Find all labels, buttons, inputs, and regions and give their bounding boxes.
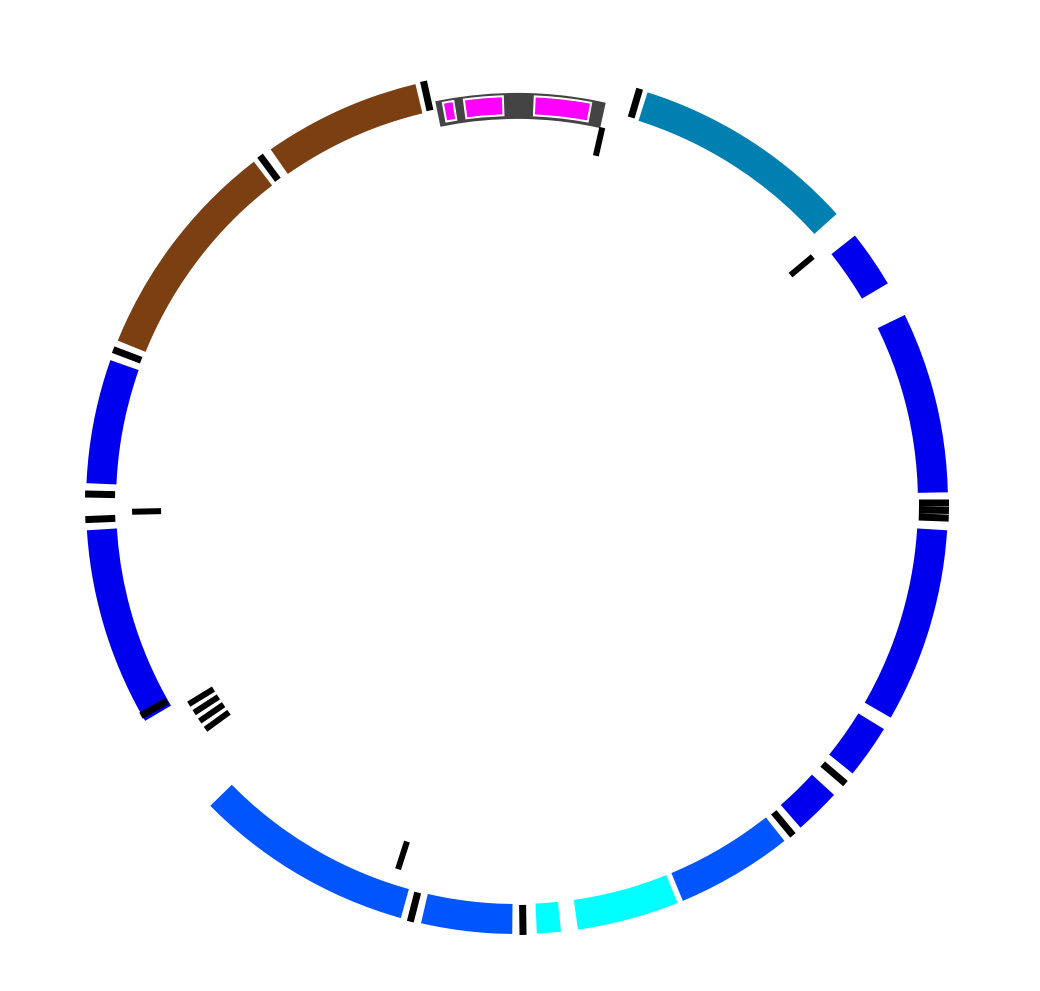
- mid-blue-arc-2: [418, 891, 515, 936]
- inner-band-group: [435, 93, 606, 129]
- blue-arc-6: [84, 526, 174, 724]
- brown-arc-1: [115, 158, 275, 355]
- marker-g: [139, 697, 169, 719]
- marker-j: [918, 513, 949, 522]
- inner-marker-1: [592, 126, 606, 157]
- marker-a: [420, 80, 434, 112]
- blue-arc-4: [826, 710, 887, 777]
- marker-group: [85, 80, 949, 936]
- magenta-box-3: [532, 95, 593, 123]
- blue-arc-1: [828, 232, 891, 302]
- cyan-arc-1: [571, 872, 681, 932]
- inner-marker-8: [395, 840, 410, 871]
- marker-k: [820, 761, 848, 787]
- marker-d: [111, 346, 143, 364]
- mid-blue-arc-3: [207, 781, 412, 921]
- marker-i: [918, 506, 949, 515]
- brown-arc-2: [267, 81, 425, 177]
- inner-marker-4: [203, 709, 231, 732]
- blue-arc-7: [84, 357, 142, 487]
- inner-marker-7: [187, 686, 216, 707]
- teal-arc: [636, 89, 840, 237]
- blue-arc-5: [778, 771, 837, 831]
- ring-segments: [84, 81, 950, 936]
- marker-c: [257, 153, 281, 182]
- marker-e: [85, 514, 116, 524]
- inner-marker-6: [192, 694, 221, 716]
- marker-l: [771, 810, 796, 838]
- inner-marker-2: [788, 254, 815, 278]
- mid-blue-arc-1: [668, 814, 788, 904]
- magenta-box-2: [462, 95, 505, 120]
- marker-f: [85, 490, 116, 499]
- blue-arc-2: [875, 312, 950, 495]
- marker-b: [627, 87, 644, 119]
- inner-marker-3: [132, 508, 162, 515]
- cyan-arc-2: [533, 899, 564, 936]
- blue-arc-3: [862, 526, 950, 721]
- marker-n: [406, 891, 422, 923]
- magenta-box-1: [441, 99, 458, 123]
- inner-marker-5: [198, 702, 226, 724]
